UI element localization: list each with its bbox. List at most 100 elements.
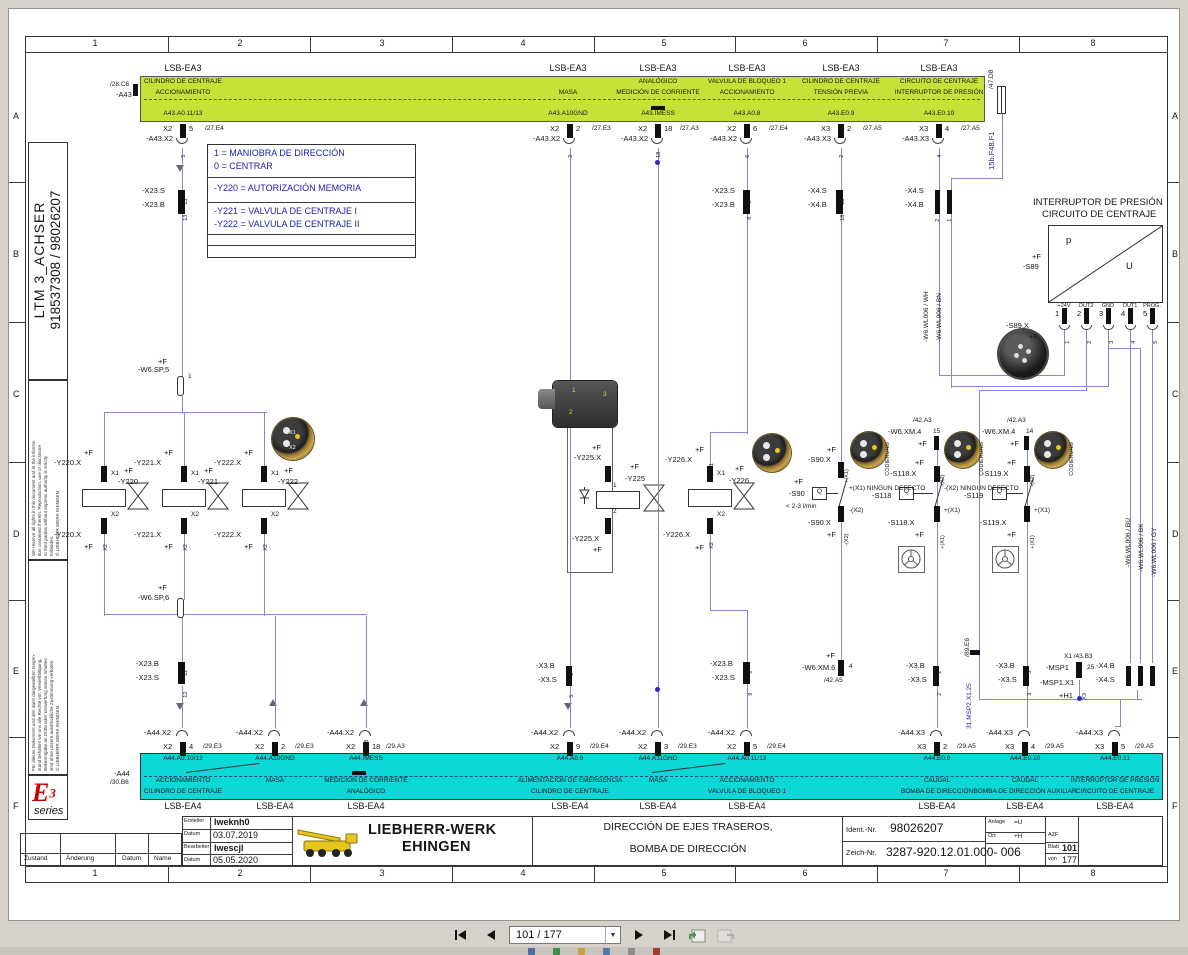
flow-switch-box <box>899 487 914 500</box>
editor-label: Bearbeiter <box>184 844 210 850</box>
schematic-label: -Y226 <box>729 476 750 485</box>
legend-line: 1 = MANIOBRA DE DIRECCIÓN <box>214 148 345 158</box>
schematic-label: -S89 <box>1023 262 1039 271</box>
page-number-combobox[interactable]: 101 / 177 ▼ <box>509 926 621 944</box>
pin-number-rotated: 3 <box>656 742 663 746</box>
schematic-label: +F <box>592 443 601 452</box>
legend-line: -Y220 = AUTORIZACIÓN MEMORIA <box>214 183 362 193</box>
frame-tick <box>310 36 311 52</box>
schematic-label: -S119.X <box>982 469 1009 478</box>
bus-module-label: LSB-EA4 <box>728 801 766 811</box>
pin-number-rotated: 2 <box>273 742 280 746</box>
taskbar-icon[interactable] <box>528 948 535 955</box>
editor-value: lwescjl <box>214 843 244 853</box>
taskbar-icon[interactable] <box>553 948 560 955</box>
connector-arc <box>1108 730 1120 736</box>
next-page-button[interactable] <box>628 926 650 944</box>
grid-row-left: D <box>13 529 20 539</box>
title-block-line <box>842 841 985 842</box>
bus-signal-address: A43.E0.9 <box>827 110 855 117</box>
pin-port-label: X2 <box>550 742 560 751</box>
sidebar-title-box <box>28 142 68 380</box>
grid-col-top: 2 <box>237 38 243 48</box>
pin-number-rotated: 2 <box>1087 340 1094 344</box>
previous-page-button[interactable] <box>480 926 502 944</box>
schematic-label: X1 <box>103 465 110 472</box>
frame-tick <box>1168 322 1179 323</box>
ort-value: +H <box>1014 833 1023 840</box>
schematic-label: X1 <box>191 470 199 477</box>
legend-line: 0 = CENTRAR <box>214 161 273 171</box>
schematic-label: 5 <box>1151 668 1158 672</box>
pressure-switch-pin-number: 5 <box>1143 309 1148 318</box>
pressure-switch-pin-number: 2 <box>1077 309 1082 318</box>
pin-contact <box>567 742 573 756</box>
pin-contact <box>605 466 611 482</box>
connector-arc <box>359 730 371 736</box>
schematic-label: -X3.S <box>538 675 557 684</box>
taskbar-icon[interactable] <box>653 948 660 955</box>
schematic-label: +F <box>204 466 213 475</box>
bus-signal-desc: INTERRUPTOR DE PRESIÓN <box>1070 777 1160 784</box>
next-view-button[interactable] <box>715 926 737 944</box>
splice-symbol <box>177 376 184 396</box>
schematic-label: /42.A3 <box>1007 417 1026 424</box>
steering-wheel-icon <box>992 546 1019 573</box>
connector-name: -A44.X2 <box>531 728 559 737</box>
schematic-label: 13 <box>183 214 190 221</box>
connector-name: -A43.X2 <box>710 134 738 143</box>
frame-tick <box>9 462 25 463</box>
schematic-label: -Y225.X <box>572 534 600 543</box>
grid-col-top: 8 <box>1090 38 1096 48</box>
connector-name: -A44.X3 <box>986 728 1014 737</box>
title-block <box>182 816 1163 866</box>
taskbar-icon[interactable] <box>603 948 610 955</box>
grid-col-top: 6 <box>802 38 808 48</box>
schematic-label: +F <box>827 530 836 539</box>
revision-date-label: Datum <box>122 855 142 862</box>
pin-number: 2 <box>281 742 286 751</box>
sidebar-notice-en-box <box>28 380 68 560</box>
cross-reference: /29.E4 <box>590 743 609 750</box>
flow-switch-box <box>992 487 1007 500</box>
last-page-button[interactable] <box>657 926 679 944</box>
frame-tick <box>168 36 169 52</box>
connector-name: -A44.X2 <box>619 728 647 737</box>
schematic-label: +F <box>1010 439 1019 448</box>
pin-number-rotated: 5 <box>181 154 188 158</box>
connector-name: -A43.X3 <box>804 134 832 143</box>
previous-view-button[interactable] <box>686 926 708 944</box>
schematic-label: 1 <box>947 218 954 222</box>
bus-signal-address: A44.A0.9 <box>556 755 584 762</box>
bus-signal-desc: TENSIÓN PREVIA <box>813 89 869 96</box>
connector-arc <box>268 730 280 736</box>
schematic-label: X2 <box>263 544 270 551</box>
bus-module-label: LSB-EA4 <box>918 801 956 811</box>
taskbar-icon[interactable] <box>578 948 585 955</box>
legend-divider <box>207 234 416 235</box>
date-label: Datum <box>184 831 201 837</box>
bus-signal-desc: BOMBA DE DIRECCIÓN <box>900 788 974 795</box>
taskbar-icon[interactable] <box>628 948 635 955</box>
schematic-label: -X3.B <box>536 661 555 670</box>
schematic-label: -(X2) <box>844 533 851 546</box>
schematic-label: CODIERUNG <box>1069 442 1076 476</box>
pin-port-label: X2 <box>550 124 560 133</box>
bus-module-label: LSB-EA3 <box>549 63 587 73</box>
flow-switch-box <box>812 487 827 500</box>
first-page-button[interactable] <box>451 926 473 944</box>
schematic-label: +F <box>164 542 173 551</box>
bus-signal-desc: CIRCUITO DE CENTRAJE <box>899 78 979 85</box>
pin-contact <box>836 190 843 214</box>
pin-number: 5 <box>1121 742 1126 751</box>
wire-segment <box>937 436 938 728</box>
title-block-line <box>115 833 116 866</box>
pin-port-label: X2 <box>255 742 265 751</box>
arrow-up-icon <box>268 694 278 712</box>
bus-signal-address: A44.E0.9 <box>923 755 951 762</box>
wire-segment <box>710 530 711 610</box>
cross-reference: /29.A3 <box>386 743 405 750</box>
schematic-label: -X23.S <box>712 186 735 195</box>
grid-row-right: C <box>1172 389 1179 399</box>
pin-number: 18 <box>372 742 381 751</box>
